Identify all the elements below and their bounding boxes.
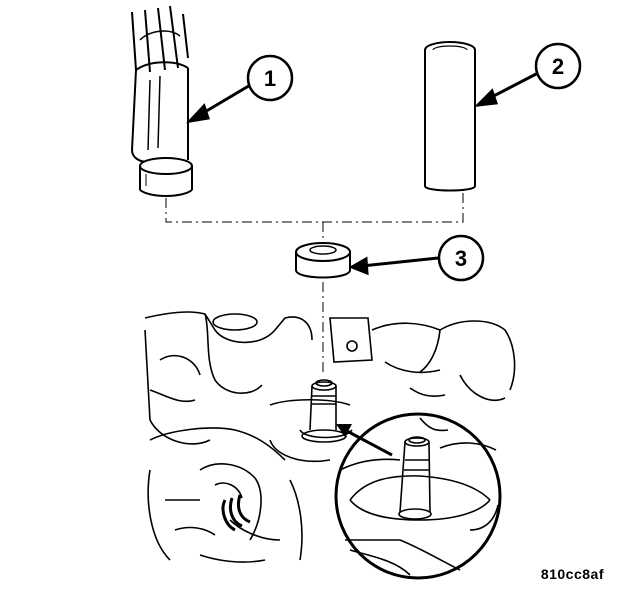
callout-label-3: 3 — [455, 246, 467, 271]
callout-circle-2: 2 — [534, 42, 582, 90]
installer-tool-2 — [424, 41, 476, 192]
figure-id-label: 810cc8af — [540, 566, 604, 582]
callout-arrows — [185, 70, 541, 276]
callout-circle-3: 3 — [437, 234, 485, 282]
magnified-detail — [334, 412, 502, 580]
valve-seal-3 — [295, 242, 351, 279]
callout-label-2: 2 — [552, 54, 564, 79]
callout-label-1: 1 — [264, 66, 276, 91]
installer-tool-1 — [130, 5, 193, 197]
alignment-lines — [165, 192, 464, 372]
callout-circle-1: 1 — [246, 54, 294, 102]
cylinder-head-illustration — [144, 311, 516, 563]
